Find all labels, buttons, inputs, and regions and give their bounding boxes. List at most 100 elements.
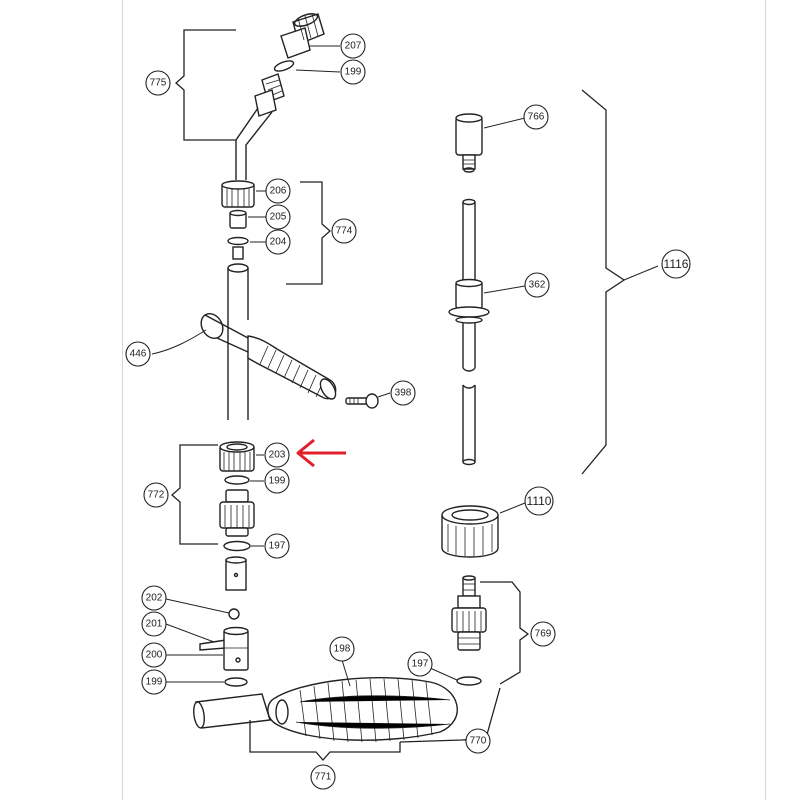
swivel-coupling <box>219 489 255 537</box>
leader-202 <box>165 598 230 614</box>
part-200-body <box>223 626 249 671</box>
bracket-774 <box>286 181 331 285</box>
callout-766: 766 <box>523 104 549 130</box>
svg-text:199: 199 <box>269 476 286 487</box>
part-199-oring-top <box>273 60 295 72</box>
svg-text:1116: 1116 <box>664 257 689 271</box>
callout-201: 201 <box>141 611 167 637</box>
svg-text:770: 770 <box>470 736 487 747</box>
wand-tube-upper <box>227 263 249 420</box>
part-446-handle <box>200 312 337 400</box>
highlight-arrow <box>296 438 346 468</box>
bent-tube-right-edge <box>245 111 273 180</box>
leader-1116 <box>623 265 659 281</box>
part-398-screw <box>345 393 379 409</box>
svg-text:197: 197 <box>412 659 429 670</box>
leader-446 <box>151 329 207 355</box>
part-204-oring <box>227 236 249 246</box>
callout-199-bottom: 199 <box>141 669 167 695</box>
callout-199-mid: 199 <box>264 468 290 494</box>
leader-198 <box>341 659 351 687</box>
svg-text:769: 769 <box>535 629 552 640</box>
svg-text:774: 774 <box>336 226 353 237</box>
callout-203: 203 <box>264 442 290 468</box>
callout-774: 774 <box>331 218 357 244</box>
frame-border-left <box>122 0 123 800</box>
part-766-cap <box>455 113 483 173</box>
bracket-772 <box>171 444 218 545</box>
svg-text:199: 199 <box>345 67 362 78</box>
callout-197-mid: 197 <box>264 533 290 559</box>
part-207-tip <box>280 13 325 59</box>
part-198-guard <box>267 677 458 743</box>
leader-1110 <box>499 502 526 514</box>
svg-text:775: 775 <box>150 78 167 89</box>
callout-206: 206 <box>265 178 291 204</box>
callout-205: 205 <box>265 204 291 230</box>
sleeve-tube <box>193 693 271 729</box>
part-202-ball <box>228 608 240 620</box>
svg-text:207: 207 <box>345 41 362 52</box>
bracket-771 <box>249 720 401 761</box>
leader-362 <box>483 285 526 294</box>
leader-199-top <box>295 69 341 73</box>
callout-446: 446 <box>125 341 151 367</box>
svg-text:206: 206 <box>270 186 287 197</box>
callout-202: 202 <box>141 585 167 611</box>
callout-1110: 1110 <box>524 486 554 516</box>
svg-text:771: 771 <box>315 772 332 783</box>
callout-772: 772 <box>143 482 169 508</box>
leader-197-right <box>429 667 458 681</box>
svg-text:203: 203 <box>269 450 286 461</box>
svg-text:202: 202 <box>146 593 163 604</box>
callout-200: 200 <box>141 642 167 668</box>
barb-fitting <box>451 575 487 651</box>
svg-text:201: 201 <box>146 619 163 630</box>
callout-398: 398 <box>390 380 416 406</box>
part-197-oring-right <box>456 676 482 686</box>
inner-tube <box>462 198 476 466</box>
svg-text:766: 766 <box>528 112 545 123</box>
bracket-1116 <box>581 89 626 475</box>
callout-770: 770 <box>465 728 491 754</box>
callout-197-right: 197 <box>407 651 433 677</box>
part-199-oring-mid <box>224 475 250 485</box>
svg-text:204: 204 <box>270 237 287 248</box>
frame-border-right <box>765 0 766 800</box>
svg-text:772: 772 <box>148 490 165 501</box>
svg-text:446: 446 <box>130 349 147 360</box>
svg-text:200: 200 <box>146 650 163 661</box>
part-1110-nut <box>441 505 499 558</box>
tube-fitting-top <box>254 73 285 117</box>
svg-text:197: 197 <box>269 541 286 552</box>
part-197-oring-mid <box>223 540 251 552</box>
bracket-775 <box>175 29 236 141</box>
svg-text:205: 205 <box>270 212 287 223</box>
short-tube <box>225 556 247 591</box>
callout-199-top: 199 <box>340 59 366 85</box>
part-199-oring-bottom <box>224 677 248 687</box>
callout-198: 198 <box>329 636 355 662</box>
svg-text:398: 398 <box>395 388 412 399</box>
callout-771: 771 <box>310 764 336 790</box>
leader-201 <box>165 623 215 643</box>
bracket-769 <box>480 581 530 685</box>
callout-1116: 1116 <box>661 249 691 279</box>
leader-398 <box>377 392 391 398</box>
part-206-nut <box>221 180 255 208</box>
callout-362: 362 <box>524 272 550 298</box>
callout-207: 207 <box>340 33 366 59</box>
callout-769: 769 <box>530 621 556 647</box>
callout-204: 204 <box>265 229 291 255</box>
part-362-collar <box>448 278 490 324</box>
callout-775: 775 <box>145 70 171 96</box>
svg-text:199: 199 <box>146 677 163 688</box>
svg-text:198: 198 <box>334 644 351 655</box>
part-205-ferrule <box>229 209 247 229</box>
svg-text:1110: 1110 <box>527 494 552 508</box>
svg-text:362: 362 <box>529 280 546 291</box>
part-203-knurled-nut <box>219 441 255 472</box>
spacer-piece <box>232 246 244 260</box>
